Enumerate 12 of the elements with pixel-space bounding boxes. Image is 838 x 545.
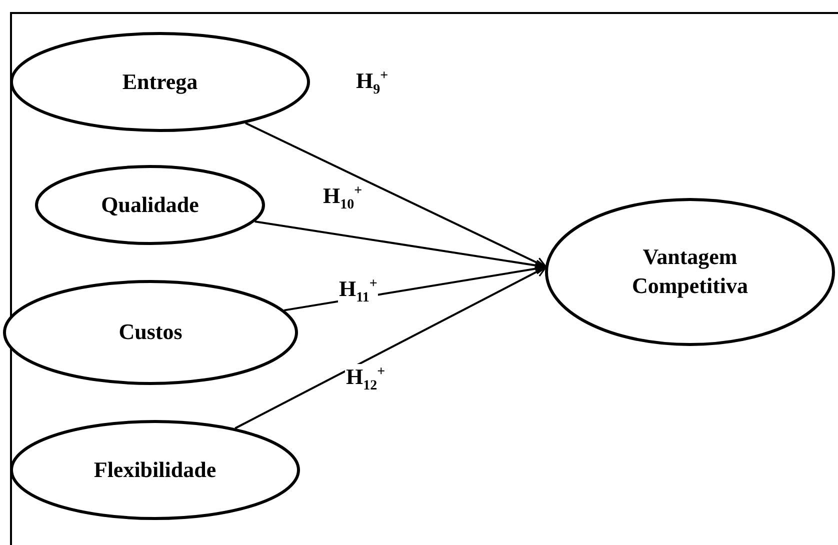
- ellipse-node: [545, 198, 835, 346]
- ellipse-node: [10, 420, 300, 520]
- arrow: [245, 122, 547, 268]
- node-label: Vantagem Competitiva: [630, 243, 750, 300]
- node-label: Entrega: [122, 68, 198, 96]
- node-label: Qualidade: [101, 190, 199, 219]
- ellipse-node: [10, 32, 310, 132]
- arrow: [234, 266, 547, 430]
- node-label: Custos: [118, 318, 182, 346]
- node-label: Flexibilidade: [94, 456, 216, 484]
- ellipse-node: [35, 165, 265, 245]
- ellipse-node: [3, 280, 298, 385]
